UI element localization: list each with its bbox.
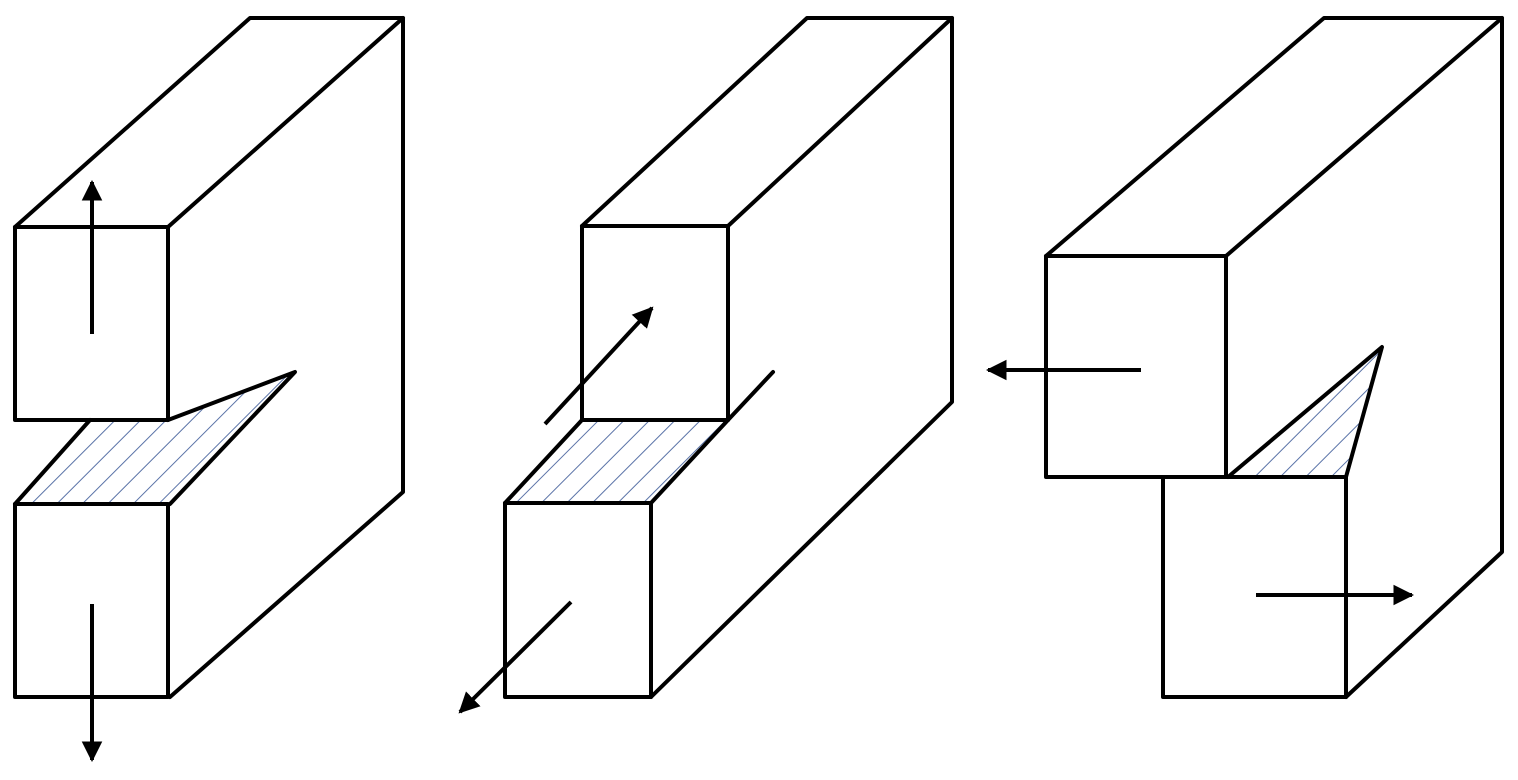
crack-surface-2	[505, 420, 728, 503]
mode-3-tearing-panel	[985, 16, 1504, 699]
arrow-downleft-icon	[458, 600, 573, 714]
block-outline-2	[503, 16, 954, 699]
block-outline-1	[13, 16, 405, 699]
arrow-upright-icon	[543, 306, 654, 426]
crack-surface-1	[15, 372, 295, 504]
mode-2-sliding-panel	[458, 16, 954, 714]
block-outline-3	[1044, 16, 1504, 699]
mode-1-opening-panel	[13, 16, 405, 763]
